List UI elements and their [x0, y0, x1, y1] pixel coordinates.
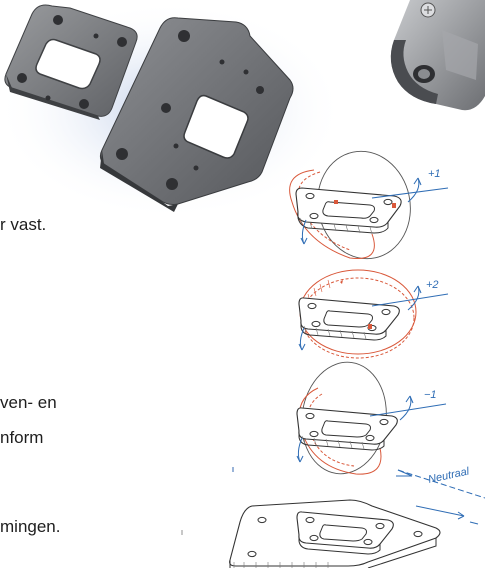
margin-tick: [181, 530, 183, 535]
position-minus-1: −1: [296, 361, 447, 475]
small-plate: [4, 4, 138, 120]
position-plus-2: +2: [298, 269, 449, 359]
plate-positions-diagram: +1 +2: [229, 150, 485, 568]
position-neutral: Neutraal: [229, 465, 485, 568]
large-plate: [99, 17, 294, 212]
body-text-line-2: ven- en: [0, 393, 57, 412]
label-step-minus-1: −1: [424, 389, 437, 401]
label-step-plus-2: +2: [426, 279, 439, 291]
position-plus-1: +1: [289, 150, 449, 260]
label-step-plus-1: +1: [428, 168, 441, 180]
body-text-line-1: r vast.: [0, 215, 47, 234]
metal-plates-photo: [0, 0, 340, 215]
margin-tick: [232, 467, 234, 472]
body-text-line-4: mingen.: [0, 517, 61, 536]
mechanical-part-photo: [390, 0, 485, 111]
label-neutral: Neutraal: [427, 465, 471, 485]
body-text-line-3: nform: [0, 428, 44, 447]
